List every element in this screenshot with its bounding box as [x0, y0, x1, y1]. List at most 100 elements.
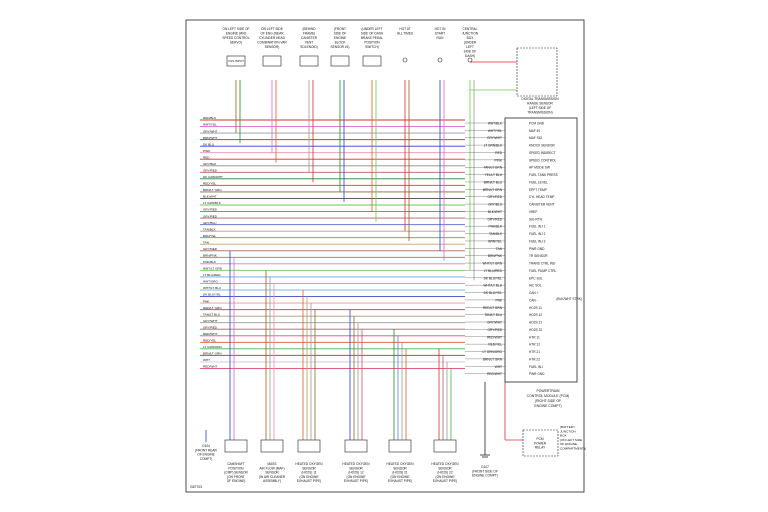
pcm-pin-label: PCM GND — [529, 122, 545, 126]
pcm-pin-label: FUEL INJ 3 — [529, 239, 546, 243]
ground-g104-label: G104 — [202, 444, 210, 448]
pcm-pin-color: WHT/YEL — [488, 129, 502, 133]
pcm-pin-label: HTR 21 — [529, 350, 540, 354]
bottom-component-label: EXHAUST PIPE) — [388, 479, 412, 483]
pcm-pin-label: FUEL INJ 2 — [529, 232, 546, 236]
pcm-power-relay-label: POWER — [534, 441, 547, 445]
pcm-pin-color: TAN/LT GRN — [484, 166, 503, 170]
top-component-label: SOLENOID) — [300, 45, 318, 49]
figure-code: G87703 — [190, 485, 202, 489]
trans-range-sensor-label: (LEFT SIDE OF — [529, 106, 551, 110]
bottom-component-label: HEATED OXYGEN — [295, 462, 323, 466]
bottom-component-label: (HO2S) 12 — [348, 471, 363, 475]
bottom-component-label: (ON ENGINE — [300, 475, 319, 479]
bottom-component-label: OF ENGINE) — [227, 479, 246, 483]
wire-label: LT GRN/BLK — [203, 201, 222, 205]
top-component-label: HOT AT — [399, 27, 410, 31]
bottom-component-box — [433, 439, 457, 453]
wire-label: GRY/RED — [203, 247, 218, 251]
bottom-component-label: (ON FRONT — [227, 475, 245, 479]
pcm-pin-label: HO2S 22 — [529, 328, 542, 332]
top-component-label: ENGINE — [334, 36, 346, 40]
pcm-pin-label: IAC SOL — [529, 284, 542, 288]
top-component-label: ALL TIMES — [397, 32, 413, 36]
bottom-component-label: SENSOR — [349, 466, 363, 470]
bottom-component-label: SENSOR — [393, 466, 407, 470]
top-component-label: DASH) — [465, 54, 475, 58]
pcm-pin-label: HO2S 21 — [529, 321, 542, 325]
wire-label: RED/WHT — [203, 332, 218, 336]
bottom-component-box — [224, 439, 248, 453]
bottom-component-label: AIR FLOW (MAF) — [259, 466, 284, 470]
pcm-pin-color: GRY/RED — [488, 195, 503, 199]
wire-label: GRY/WHT — [203, 129, 218, 133]
fuse-symbol — [402, 57, 408, 63]
pcm-pin-color: GRY/WHT — [487, 136, 502, 140]
wire-label: RED/WHT — [203, 365, 218, 369]
trans-range-sensor-label: TRANSMISSION) — [527, 111, 552, 115]
bottom-component-label: CAMSHAFT — [227, 462, 245, 466]
ground-g104-label: (FRONT REAR — [195, 448, 217, 452]
wire-label: WHT/YEL — [203, 123, 217, 127]
bottom-component-label: HEATED OXYGEN — [431, 462, 459, 466]
pcm-pin-color: RED/LT GRN — [483, 306, 503, 310]
top-component-label: (UNDER — [464, 41, 477, 45]
pcm-pin-label: FUEL INJ — [529, 365, 543, 369]
pcm-pin-color: GRY/BLU — [488, 203, 503, 207]
pcm-pin-label: FUEL INJ 1 — [529, 225, 546, 229]
pcm-pin-color: RED — [495, 151, 502, 155]
top-component-label: OF ENG (NEAR — [260, 32, 284, 36]
pcm-pin-color: LT BLU/RED — [484, 269, 503, 273]
ground-label: G107 — [481, 465, 489, 469]
pcm-pin-label: CAN - — [529, 298, 538, 302]
ground-label: (FRONT SIDE OF — [472, 469, 498, 473]
diagram-frame — [185, 19, 585, 493]
trans-range-sensor-label: RANGE SENSOR — [527, 102, 553, 106]
wire-label: BRN/PNK — [203, 254, 218, 258]
bottom-component-label: ASSEMBLY) — [263, 479, 281, 483]
fuse-symbol — [437, 57, 443, 63]
wire-label: BRN/LT GRN — [203, 188, 221, 192]
top-component-label: HOT IN — [435, 27, 446, 31]
pcm-pin-color: WHT/LT BLU — [483, 284, 502, 288]
bottom-component-box — [344, 439, 368, 453]
pcm-pin-label: HP MODE SW — [529, 166, 550, 170]
wire-label: TAN/LT BLU — [203, 312, 220, 316]
top-component-box — [262, 55, 282, 67]
bottom-component-label: MASS — [267, 462, 276, 466]
pcm-pin-color: PNK — [495, 298, 502, 302]
pcm-pin-color: PINK — [495, 158, 503, 162]
pcm-pin-label: CYL HEAD TEMP — [529, 195, 555, 199]
ground-g104-label: COMPT) — [200, 457, 213, 461]
top-component-label: SIDE OF DASH — [361, 32, 384, 36]
pcm-pin-color: GRY/WHT — [487, 321, 502, 325]
bottom-component-label: (CMP) SENSOR — [224, 471, 248, 475]
bottom-component-box — [297, 439, 321, 453]
wire-label: GRY/BLU — [203, 221, 217, 225]
top-component-label: RUN — [437, 36, 445, 40]
wire-label: RED/YEL — [203, 182, 217, 186]
bottom-component-box — [260, 439, 284, 453]
pcm-label: POWERTRAIN — [537, 389, 560, 393]
top-component-label: CYLINDER HEAD — [259, 36, 286, 40]
pcm-pin-label: FUEL PUMP CTRL — [529, 269, 557, 273]
wire-label: WHT/ORG — [203, 280, 219, 284]
top-component-label: (BEHIND — [302, 27, 316, 31]
bottom-component-label: HEATED OXYGEN — [342, 462, 370, 466]
pcm-pin-label: SPEED INDIRECT — [529, 151, 556, 155]
bottom-component-label: EXHAUST PIPE) — [344, 479, 368, 483]
top-component-label: ON LEFT SIDE OF — [222, 27, 249, 31]
top-component-label: BRAKE PEDAL — [361, 36, 383, 40]
pcm-pin-color: TAN/BLK — [489, 232, 503, 236]
pcm-pin-label: KNOCK SENSOR — [529, 144, 555, 148]
wire-label: GRY/RED — [203, 325, 218, 329]
top-component-label: VENT — [305, 41, 314, 45]
bottom-component-label: SENSOR — [438, 466, 452, 470]
pcm-power-relay-box — [522, 429, 559, 457]
pcm-pin-color: BRN/LT GRN — [483, 357, 503, 361]
wire-label: PINK — [203, 149, 211, 153]
top-component-label: CANISTER — [301, 36, 318, 40]
